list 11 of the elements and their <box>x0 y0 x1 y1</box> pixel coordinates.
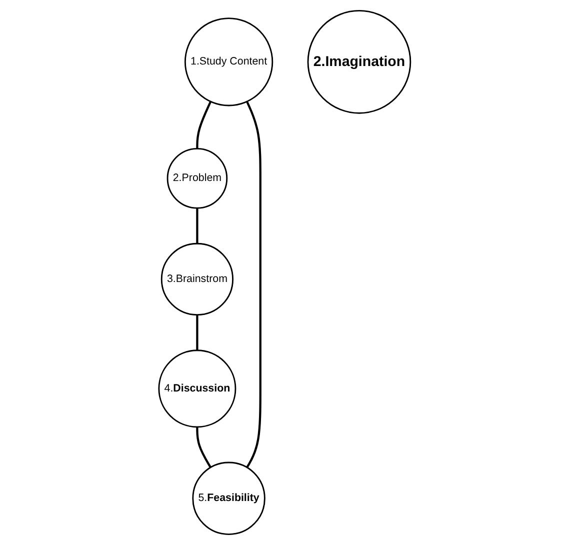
node-circle: 4.Discussion <box>158 350 237 428</box>
node-circle: 1.Study Content <box>184 18 274 106</box>
connector <box>196 314 199 350</box>
connector <box>196 426 212 468</box>
node-circle: 2.Problem <box>167 148 228 209</box>
node-circle: 2.Imagination <box>308 10 412 114</box>
node-circle: 3.Brainstrom <box>161 242 234 316</box>
connector <box>246 101 262 468</box>
connector <box>196 101 212 149</box>
connector <box>196 208 199 244</box>
node-circle: 5.Feasibility <box>192 462 266 536</box>
